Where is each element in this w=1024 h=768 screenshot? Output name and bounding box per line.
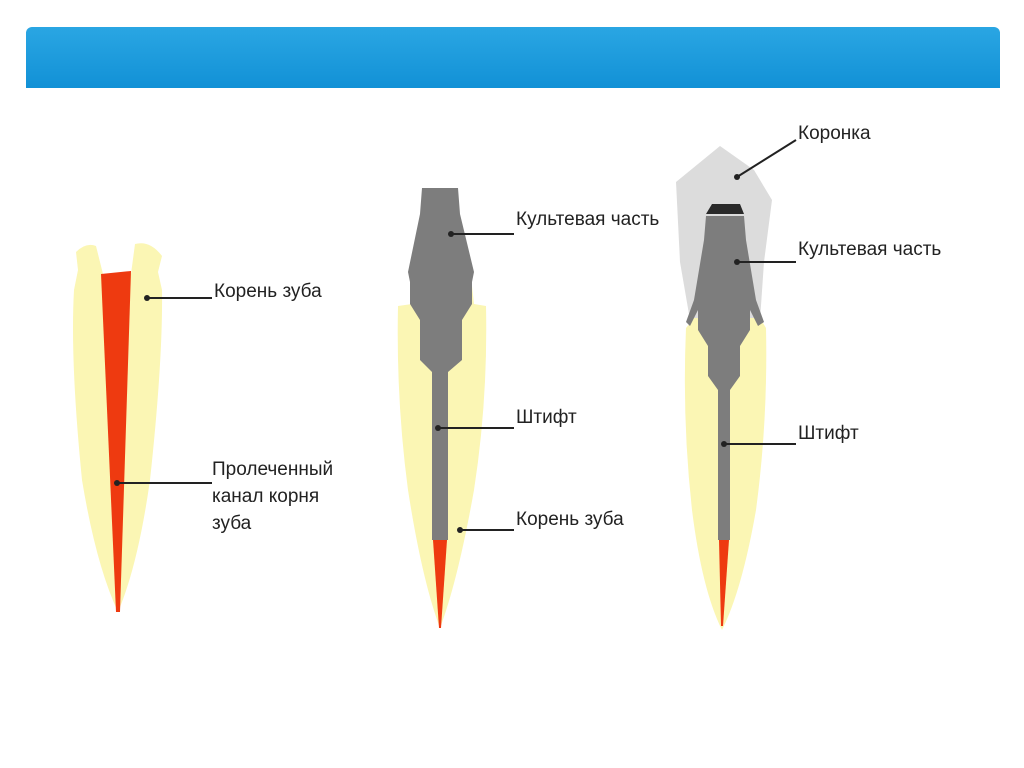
canal-remnant-3 [719,540,729,626]
leader-dot-root-2 [457,527,463,533]
post-core-2 [408,188,474,540]
label-core-3: Культевая часть [798,239,942,260]
label-post-2: Штифт [516,407,577,428]
label-crown: Коронка [798,123,871,144]
figure-post-core-crown [676,139,797,630]
leader-dot-crown [734,174,740,180]
canal-remnant-2 [433,540,447,628]
leader-dot-post-2 [435,425,441,431]
leader-dot-core-3 [734,259,740,265]
figure-post-core [397,188,514,628]
leader-dot-root-1 [144,295,150,301]
post-core-3 [686,216,764,540]
header-bar [26,27,1000,88]
figure-treated-canal [73,243,212,612]
leader-dot-canal [114,480,120,486]
leader-dot-core-2 [448,231,454,237]
crown-cap-top [706,204,744,214]
leader-dot-post-3 [721,441,727,447]
label-post-3: Штифт [798,423,859,444]
label-treated-canal: Пролеченный канал корня зуба [212,459,334,534]
root-canal-filled [101,271,131,612]
label-root-2: Корень зуба [516,509,624,530]
label-core-2: Культевая часть [516,209,660,230]
label-root-1: Корень зуба [214,281,322,302]
leader-line-crown [736,139,797,178]
